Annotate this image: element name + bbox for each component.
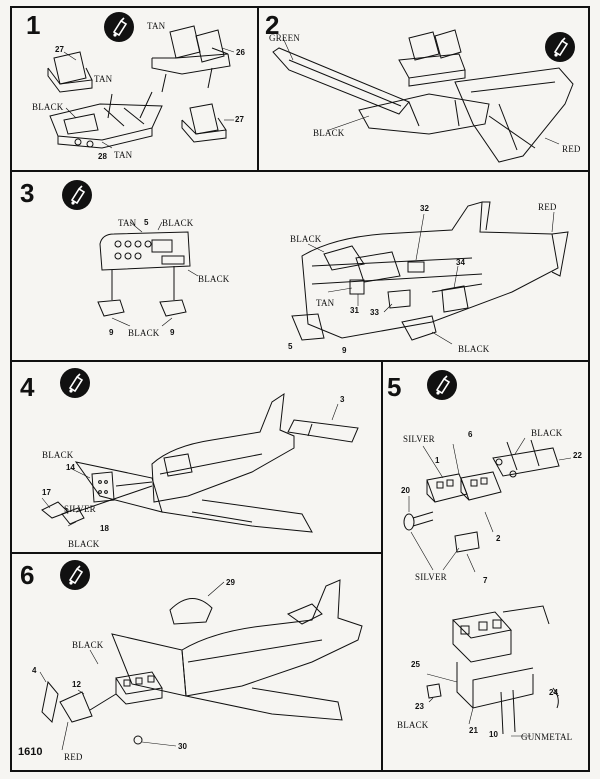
engine-drawing	[403, 437, 572, 737]
fuselage-assembly-drawing	[41, 392, 359, 533]
color-label: TAN	[94, 74, 113, 84]
color-label: BLACK	[72, 640, 104, 650]
color-label: TAN	[316, 298, 335, 308]
part-number: 1	[435, 456, 440, 465]
step-6-panel: 6	[10, 552, 383, 772]
part-number: 12	[72, 680, 81, 689]
part-number: 14	[66, 463, 75, 472]
color-label: TAN	[114, 150, 133, 160]
glue-tube-icon	[60, 560, 90, 590]
step-number: 5	[387, 372, 402, 402]
color-label: BLACK	[458, 344, 490, 354]
part-number: 30	[178, 742, 187, 751]
step-5-panel: 5	[381, 360, 590, 772]
step-number: 2	[265, 10, 280, 40]
part-number: 10	[489, 730, 498, 739]
step-number: 3	[20, 178, 35, 208]
step-number: 6	[20, 560, 35, 590]
part-number: 32	[420, 204, 429, 213]
color-label: BLACK	[531, 428, 563, 438]
color-label: SILVER	[415, 572, 447, 582]
glue-tube-icon	[60, 368, 90, 398]
part-number: 4	[32, 666, 37, 675]
glue-tube-icon	[545, 32, 575, 62]
color-label: TAN	[147, 21, 166, 31]
part-number: 26	[236, 48, 245, 57]
glue-tube-icon	[62, 180, 92, 210]
part-number: 34	[456, 258, 465, 267]
step-2-panel: 2 GREE	[257, 6, 590, 172]
kit-code: 1610	[18, 746, 43, 758]
part-number: 3	[340, 395, 345, 404]
color-label: SILVER	[403, 434, 435, 444]
part-number: 22	[573, 451, 582, 460]
part-number: 21	[469, 726, 478, 735]
color-label: BLACK	[397, 720, 429, 730]
color-label: GUNMETAL	[521, 732, 573, 742]
color-label: RED	[538, 202, 557, 212]
color-label: RED	[562, 144, 581, 154]
step-1-panel: 1	[10, 6, 259, 172]
color-label: GREEN	[269, 33, 300, 43]
wing-drawing	[272, 29, 574, 163]
part-number: 27	[55, 45, 64, 54]
part-number: 9	[342, 346, 347, 355]
color-label: BLACK	[290, 234, 322, 244]
color-label: BLACK	[162, 218, 194, 228]
part-number: 25	[411, 660, 420, 669]
part-number: 33	[370, 308, 379, 317]
part-number: 9	[170, 328, 175, 337]
part-number: 31	[350, 306, 359, 315]
glue-tube-icon	[427, 370, 457, 400]
glue-tube-icon	[104, 12, 134, 42]
part-number: 18	[100, 524, 109, 533]
part-number: 17	[42, 488, 51, 497]
part-number: 20	[401, 486, 410, 495]
part-number: 5	[144, 218, 149, 227]
seats-drawing	[47, 25, 235, 149]
step-number: 4	[20, 372, 35, 402]
final-assembly-drawing	[39, 579, 363, 751]
step-number: 1	[26, 10, 41, 40]
part-number: 23	[415, 702, 424, 711]
color-label: BLACK	[68, 539, 100, 549]
part-number: 6	[468, 430, 473, 439]
part-number: 27	[235, 115, 244, 124]
color-label: SILVER	[64, 504, 96, 514]
part-number: 9	[109, 328, 114, 337]
color-label: TAN	[118, 218, 137, 228]
color-label: RED	[64, 752, 83, 762]
part-number: 28	[98, 152, 107, 161]
color-label: BLACK	[32, 102, 64, 112]
color-label: BLACK	[128, 328, 160, 338]
color-label: BLACK	[313, 128, 345, 138]
part-number: 24	[549, 688, 558, 697]
part-number: 2	[496, 534, 501, 543]
part-number: 7	[483, 576, 488, 585]
step-4-panel: 4	[10, 360, 383, 554]
color-label: BLACK	[42, 450, 74, 460]
color-label: BLACK	[198, 274, 230, 284]
part-number: 29	[226, 578, 235, 587]
part-number: 5	[288, 342, 293, 351]
panel-cockpit-drawing	[97, 201, 569, 345]
step-3-panel: 3	[10, 170, 590, 362]
